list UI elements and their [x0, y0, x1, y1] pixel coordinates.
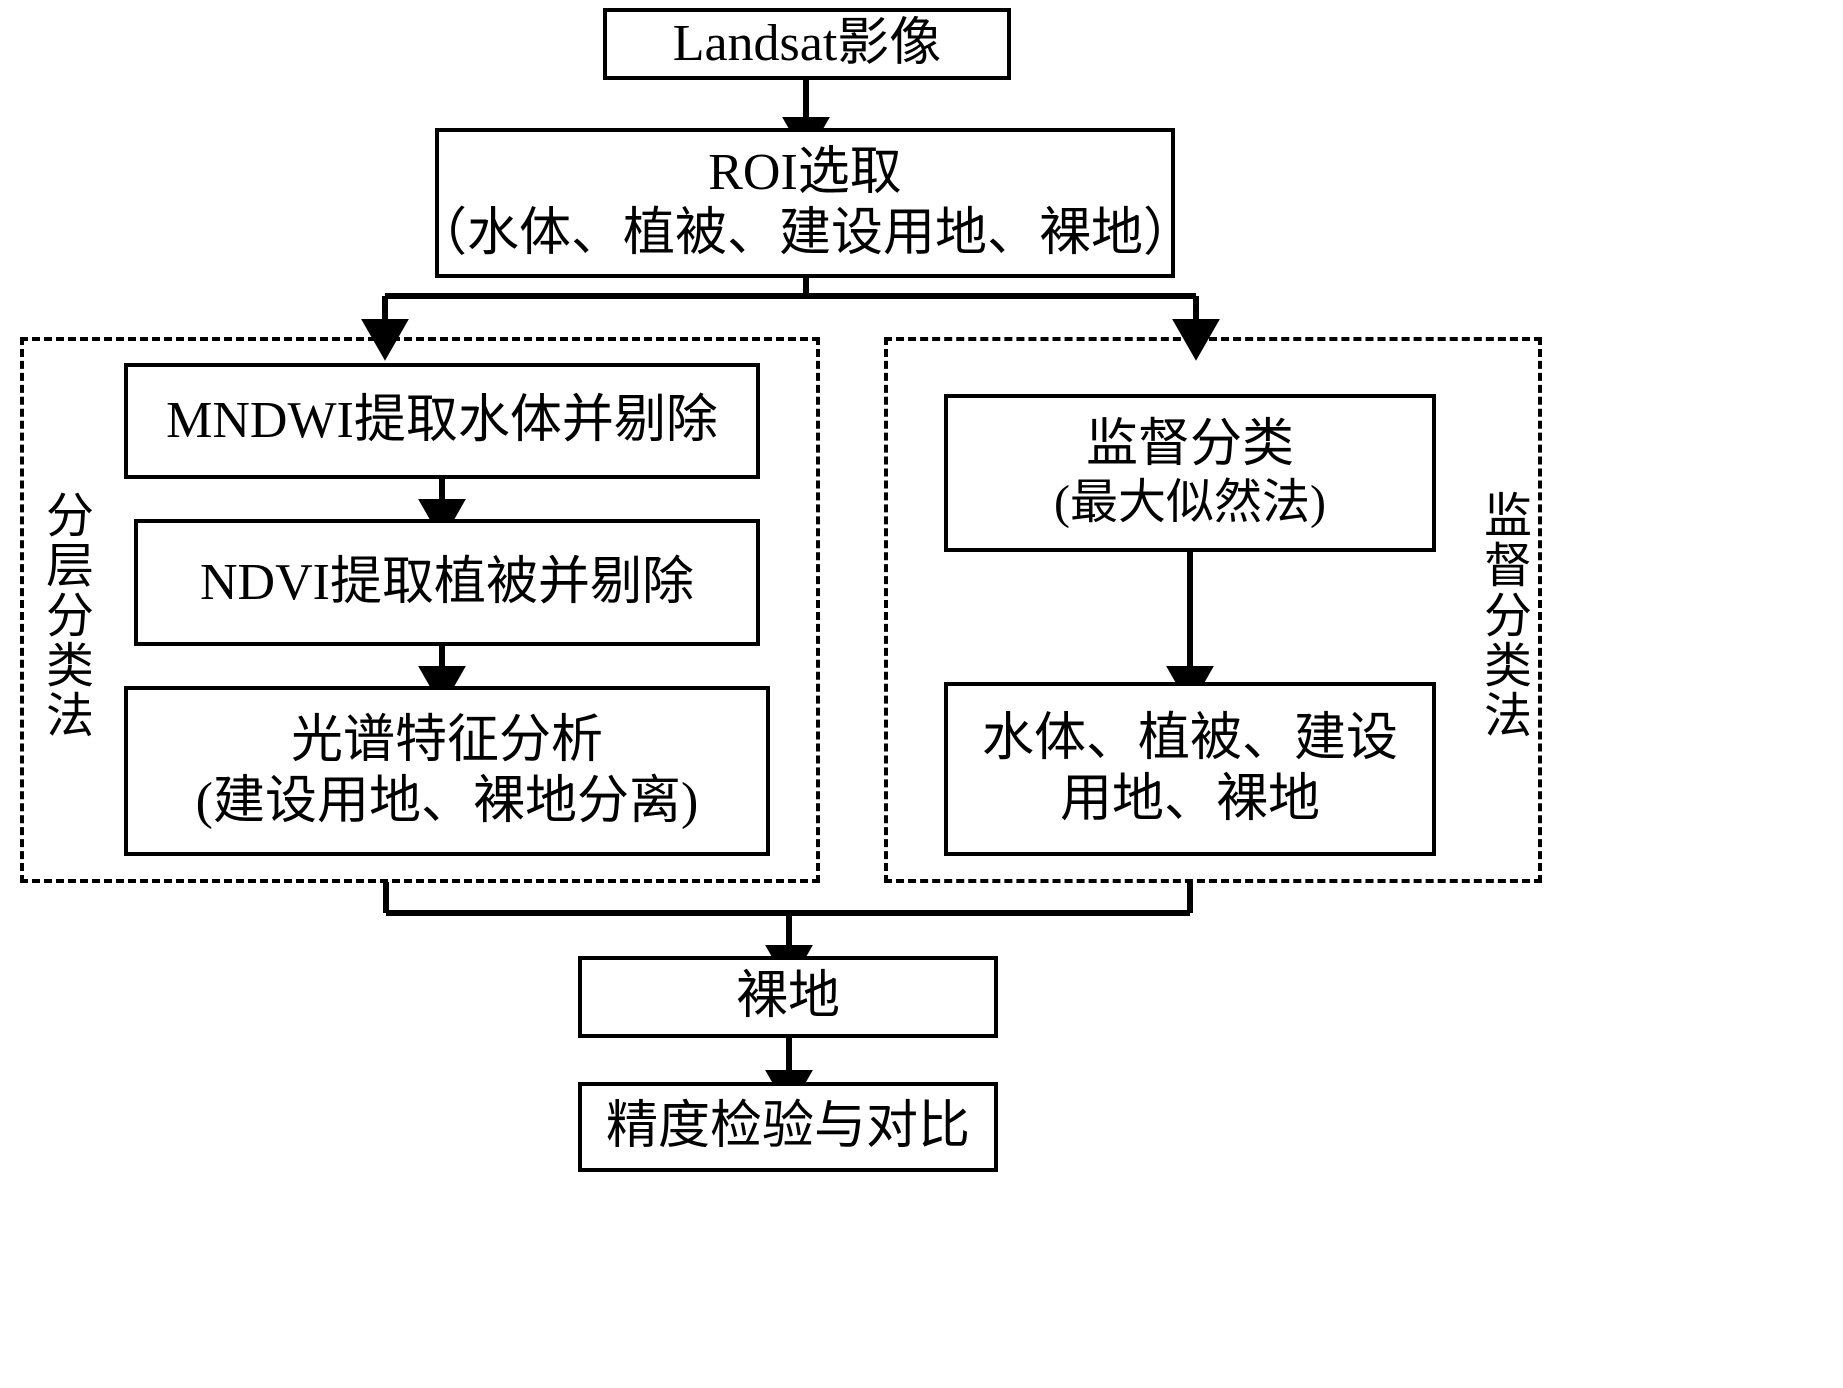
node-landsat-image[interactable]: Landsat影像 [603, 8, 1011, 80]
node-accuracy-assessment-label: 精度检验与对比 [605, 1098, 970, 1156]
node-ndvi-vegetation-extraction[interactable]: NDVI提取植被并剔除 [134, 519, 760, 646]
group-hierarchical-classification-label: 分层分类法 [38, 490, 91, 740]
node-supervised-classification[interactable]: 监督分类 (最大似然法) [944, 394, 1436, 552]
node-roi-selection-line2: （水体、植被、建设用地、裸地） [415, 205, 1196, 262]
node-supervised-output-classes[interactable]: 水体、植被、建设 用地、裸地 [944, 682, 1436, 856]
node-supervised-classification-line1: 监督分类 [1085, 416, 1294, 473]
group-hierarchical-classification [20, 337, 820, 883]
node-bare-land-result-label: 裸地 [735, 968, 840, 1026]
node-accuracy-assessment[interactable]: 精度检验与对比 [578, 1082, 998, 1172]
node-roi-selection-line1: ROI选取 [708, 143, 902, 201]
node-mndwi-water-extraction-label: MNDWI提取水体并剔除 [166, 392, 718, 450]
group-supervised-classification-label: 监督分类法 [1476, 490, 1529, 740]
node-spectral-feature-analysis-line1: 光谱特征分析 [290, 711, 603, 769]
node-supervised-output-classes-line1: 水体、植被、建设 [981, 709, 1398, 767]
node-roi-selection[interactable]: ROI选取 （水体、植被、建设用地、裸地） [415, 128, 1195, 278]
node-mndwi-water-extraction[interactable]: MNDWI提取水体并剔除 [124, 363, 760, 479]
node-spectral-feature-analysis[interactable]: 光谱特征分析 (建设用地、裸地分离) [124, 686, 770, 856]
node-landsat-image-label: Landsat影像 [672, 15, 942, 73]
node-bare-land-result[interactable]: 裸地 [578, 956, 998, 1038]
node-supervised-classification-line2: (最大似然法) [1054, 476, 1326, 530]
node-spectral-feature-analysis-line2: (建设用地、裸地分离) [195, 773, 699, 830]
node-ndvi-vegetation-extraction-label: NDVI提取植被并剔除 [200, 553, 694, 611]
node-supervised-output-classes-line2: 用地、裸地 [1059, 771, 1320, 828]
